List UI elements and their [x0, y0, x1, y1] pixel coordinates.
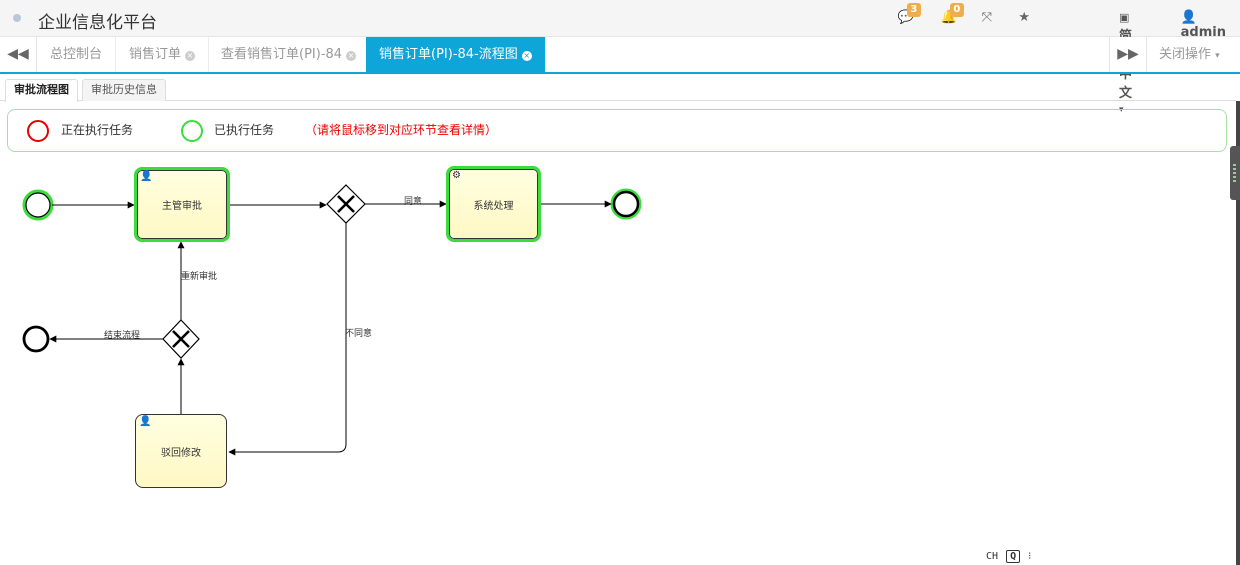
messages-button[interactable]: 💬 3: [898, 3, 921, 25]
done-task-legend-icon: [181, 120, 203, 142]
vertical-scrollbar[interactable]: [1236, 101, 1240, 565]
flow-lines: [22, 184, 642, 456]
subtab-approval-history[interactable]: 审批历史信息: [82, 79, 166, 101]
user-task-icon: 👤: [139, 416, 152, 427]
running-task-legend-icon: [27, 120, 49, 142]
gear-icon: ⚙: [452, 170, 461, 181]
double-chevron-left-icon: ◀◀: [7, 46, 29, 62]
language-icon: ▣: [1118, 11, 1130, 24]
chevron-down-icon: ▾: [1215, 51, 1220, 61]
exclusive-gateway-approval[interactable]: [326, 184, 366, 224]
flow-label-resubmit: 重新审批: [181, 272, 218, 282]
side-panel-handle[interactable]: [1230, 146, 1240, 200]
search-button[interactable]: Q: [1006, 550, 1021, 563]
task-reject-modify[interactable]: 👤 驳回修改: [135, 414, 227, 488]
task-system-processing[interactable]: ⚙ 系统处理: [446, 166, 541, 242]
end-event-approved[interactable]: [610, 188, 642, 220]
tab-scroll-left-button[interactable]: ◀◀: [0, 37, 37, 72]
app-title: 企业信息化平台: [38, 13, 157, 33]
fullscreen-icon: ⤧: [981, 10, 992, 25]
close-icon[interactable]: ×: [521, 51, 532, 61]
tab-label: 销售订单: [129, 47, 182, 62]
chevron-down-icon: ▾: [1118, 105, 1124, 115]
task-label: 驳回修改: [161, 447, 201, 459]
flow-label-agree: 同意: [404, 197, 423, 207]
legend-hint: （请将鼠标移到对应环节查看详情）: [305, 123, 498, 137]
star-icon: ★: [1018, 10, 1030, 25]
flow-disagree[interactable]: [228, 223, 347, 456]
app-logo-icon: [13, 14, 21, 22]
fullscreen-button[interactable]: ⤧: [982, 10, 992, 25]
tab-dashboard[interactable]: 总控制台: [37, 37, 117, 72]
ime-indicator[interactable]: CH: [986, 551, 999, 562]
tab-scroll-right-button[interactable]: ▶▶: [1109, 37, 1146, 72]
tab-label: 查看销售订单(PI)-84: [221, 47, 343, 62]
sub-tab-bar: 审批流程图 审批历史信息: [0, 74, 1236, 102]
flow-label-disagree: 不同意: [345, 329, 373, 339]
top-bar: 企业信息化平台 💬 3 🔔 0 ⤧ ★ ▣ 简体中文 ▾ 👤 admin ▾: [0, 0, 1240, 115]
favorites-button[interactable]: ★: [1018, 10, 1030, 25]
more-icon[interactable]: ⁝: [1028, 551, 1032, 562]
bpmn-diagram: 👤 主管审批 ⚙ 系统处理 👤 驳回修改 同意 不同意 重新审批 结束流程: [0, 152, 1236, 565]
user-icon: 👤: [1180, 10, 1197, 25]
close-operations-dropdown[interactable]: 关闭操作 ▾: [1146, 37, 1240, 72]
tab-label: 销售订单(PI)-84-流程图: [379, 47, 518, 62]
close-icon[interactable]: ×: [346, 51, 357, 61]
exclusive-gateway-reject[interactable]: [162, 319, 200, 359]
close-operations-label: 关闭操作: [1159, 47, 1212, 62]
subtab-label: 审批历史信息: [91, 83, 157, 96]
task-supervisor-approval[interactable]: 👤 主管审批: [134, 167, 230, 242]
tab-flowchart[interactable]: 销售订单(PI)-84-流程图×: [366, 37, 546, 72]
task-label: 主管审批: [162, 201, 202, 212]
messages-badge: 3: [906, 3, 921, 17]
tab-sales-order[interactable]: 销售订单×: [116, 37, 210, 72]
end-event-terminated[interactable]: [22, 325, 50, 353]
user-task-icon: 👤: [140, 171, 153, 182]
tab-label: 总控制台: [50, 47, 103, 62]
double-chevron-right-icon: ▶▶: [1117, 46, 1139, 62]
close-icon[interactable]: ×: [185, 51, 196, 61]
legend-running-label: 正在执行任务: [61, 123, 134, 137]
flow-label-end-process: 结束流程: [104, 331, 141, 341]
subtab-label: 审批流程图: [14, 83, 69, 96]
tab-view-sales-order[interactable]: 查看销售订单(PI)-84×: [208, 37, 371, 72]
legend-done-label: 已执行任务: [214, 123, 275, 137]
grip-icon: [1233, 164, 1236, 184]
notifications-badge: 0: [949, 3, 964, 17]
subtab-approval-flowchart[interactable]: 审批流程图: [5, 79, 78, 102]
user-name: admin: [1180, 25, 1226, 40]
tab-bar: ◀◀ 总控制台 销售订单× 查看销售订单(PI)-84× 销售订单(PI)-84…: [0, 37, 1240, 74]
bottom-toolbar: CH Q ⁝: [986, 550, 1031, 563]
legend-panel: 正在执行任务 已执行任务 （请将鼠标移到对应环节查看详情）: [7, 109, 1227, 152]
task-label: 系统处理: [473, 200, 514, 212]
notifications-button[interactable]: 🔔 0: [941, 3, 964, 25]
